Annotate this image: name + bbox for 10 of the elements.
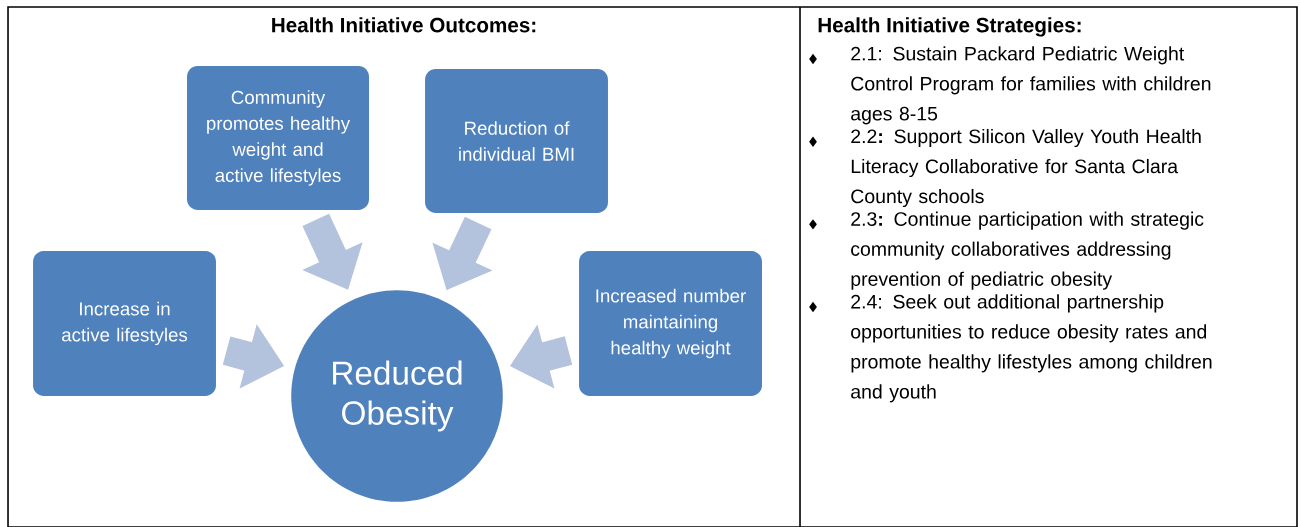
heading: Health Initiative Outcomes:: [272, 17, 536, 33]
outcome-box: Reduction of individual BMI: [425, 69, 608, 213]
strategy-text: 2.1: Sustain Packard Pediatric Weight Control Program for families with children ages 8-15: [851, 46, 1211, 125]
strategy-text: 2.2: Support Silicon Valley Youth Health Literacy Collaborative for Santa Clara County schools: [851, 128, 1201, 208]
strategy-text: 2.4: Seek out additional partnership opportunities to reduce obesity rates and promote healthy lifestyles among children and youth: [851, 294, 1212, 403]
outcome-box: Increased number maintaining healthy weight: [579, 250, 762, 397]
heading: Health Initiative Strategies:: [818, 17, 1081, 37]
strategy-text: 2.3: Continue participation with strategic community collaboratives addressing prevention of pediatric obesity: [851, 211, 1204, 290]
outcome-box: Community promotes healthy weight and active lifestyles: [187, 66, 369, 210]
outcome-box: Increase in active lifestyles: [33, 250, 216, 397]
